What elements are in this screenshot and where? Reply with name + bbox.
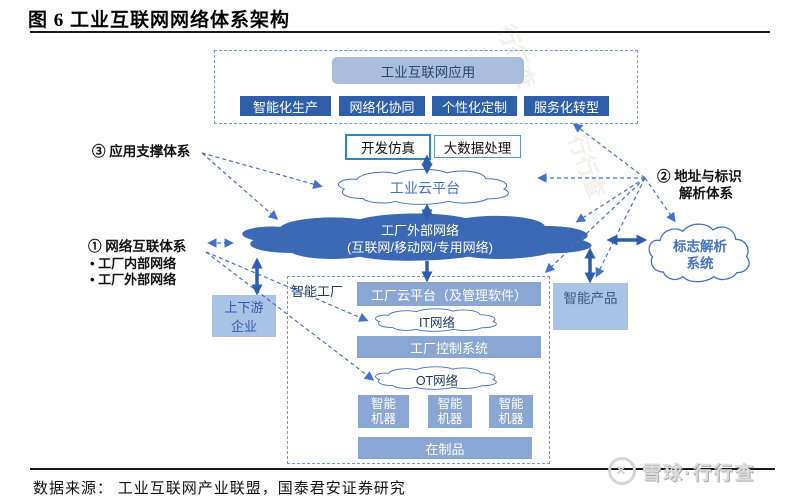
footer-divider: [30, 468, 775, 470]
figure-title: 图 6 工业互联网网络体系架构: [28, 10, 291, 31]
updown-enterprises-box: 上下游 企业: [212, 295, 276, 337]
footer-watermark-text: 雪球·行行查: [642, 462, 756, 484]
big-data-processing-box: 大数据处理: [434, 135, 521, 158]
industrial-cloud-label: 工业云平台: [390, 180, 460, 196]
external-network-line1: 工厂外部网络: [380, 223, 459, 238]
resolution-line1: 标志解析: [673, 239, 727, 254]
cloud-shape: [373, 366, 501, 391]
smart-product-box: 智能产品: [553, 283, 628, 330]
cloud-shape: [647, 222, 753, 286]
industrial-cloud-platform: 工业云平台: [335, 168, 515, 207]
machine-line1: 智能: [370, 396, 396, 411]
factory-control-system-box: 工厂控制系统: [357, 336, 541, 358]
arrow-support-to-cloud: [201, 152, 323, 189]
work-in-progress-box: 在制品: [358, 437, 532, 459]
app-service-transformation: 服务化转型: [524, 96, 609, 116]
ot-network-label: OT网络: [415, 374, 459, 388]
arrow-support-to-external: [201, 152, 279, 220]
arrow-addr-to-app: [572, 123, 646, 179]
data-source: 数据来源： 工业互联网产业联盟，国泰君安证券研究: [33, 481, 406, 497]
machine-line2: 机器: [437, 411, 463, 426]
label-address-identification-line1: ② 地址与标识: [657, 169, 742, 184]
cloud-shape: [242, 213, 592, 261]
dev-simulation-box: 开发仿真: [345, 134, 431, 160]
smart-factory-label: 智能工厂: [291, 284, 344, 299]
updown-line2: 企业: [230, 319, 257, 334]
cloud-shape: [373, 308, 501, 333]
smart-machine-box-3: 智能 机器: [489, 395, 533, 428]
app-networked-collaboration: 网络化协同: [339, 96, 425, 116]
industrial-internet-application-header: 工业互联网应用: [332, 57, 524, 84]
watermark-logo-icon: ✕: [608, 457, 636, 485]
application-layer-container: [214, 50, 638, 124]
resolution-line2: 系统: [686, 256, 714, 271]
smart-machine-box-2: 智能 机器: [428, 395, 472, 428]
machine-line2: 机器: [370, 411, 396, 426]
label-factory-external-network: • 工厂外部网络: [90, 272, 177, 287]
app-personalized-customization: 个性化定制: [432, 96, 517, 116]
ot-network-cloud: OT网络: [373, 366, 501, 391]
footer-watermark: ✕ 雪球·行行查: [608, 457, 755, 485]
arrow-addr-to-product: [595, 177, 646, 278]
factory-cloud-platform-box: 工厂云平台（及管理软件）: [357, 282, 541, 306]
smart-product-label: 智能产品: [563, 291, 618, 306]
smart-machine-box-1: 智能 机器: [358, 395, 409, 428]
factory-external-network: 工厂外部网络 (互联网/移动网/专用网络): [236, 212, 604, 264]
title-divider: [30, 31, 770, 33]
identifier-resolution-system: 标志解析 系统: [647, 222, 753, 286]
machine-line2: 机器: [498, 411, 524, 426]
it-network-cloud: IT网络: [373, 308, 501, 333]
label-application-support-system: ③ 应用支撑体系: [92, 144, 191, 159]
app-smart-production: 智能化生产: [240, 96, 331, 116]
diffuse-watermark: 行行查: [563, 131, 610, 202]
machine-line1: 智能: [437, 396, 463, 411]
cloud-shape: [335, 168, 515, 207]
external-network-line2: (互联网/移动网/专用网络): [347, 240, 493, 255]
updown-line1: 上下游: [224, 300, 264, 315]
label-network-interconnection-system: ① 网络互联体系: [88, 239, 187, 254]
label-address-identification-line2: 解析体系: [679, 186, 733, 201]
it-network-label: IT网络: [418, 316, 456, 330]
machine-line1: 智能: [498, 396, 524, 411]
label-factory-internal-network: • 工厂内部网络: [90, 256, 177, 271]
